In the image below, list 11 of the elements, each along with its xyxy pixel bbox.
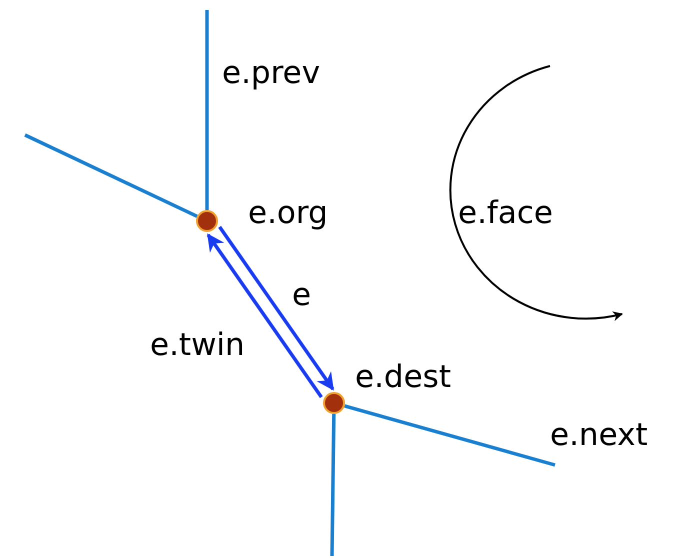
vertex-label: e.dest xyxy=(355,362,451,393)
edge-line xyxy=(24,133,198,218)
vertex-dot xyxy=(196,210,218,232)
vertex-dot xyxy=(323,392,345,414)
face-label: e.face xyxy=(458,198,553,229)
arrow xyxy=(218,226,334,391)
edge-line xyxy=(205,10,209,210)
vertex-label: e.org xyxy=(248,198,328,229)
edge-line xyxy=(330,414,336,556)
arrow xyxy=(206,233,323,398)
edge-line xyxy=(344,404,556,467)
